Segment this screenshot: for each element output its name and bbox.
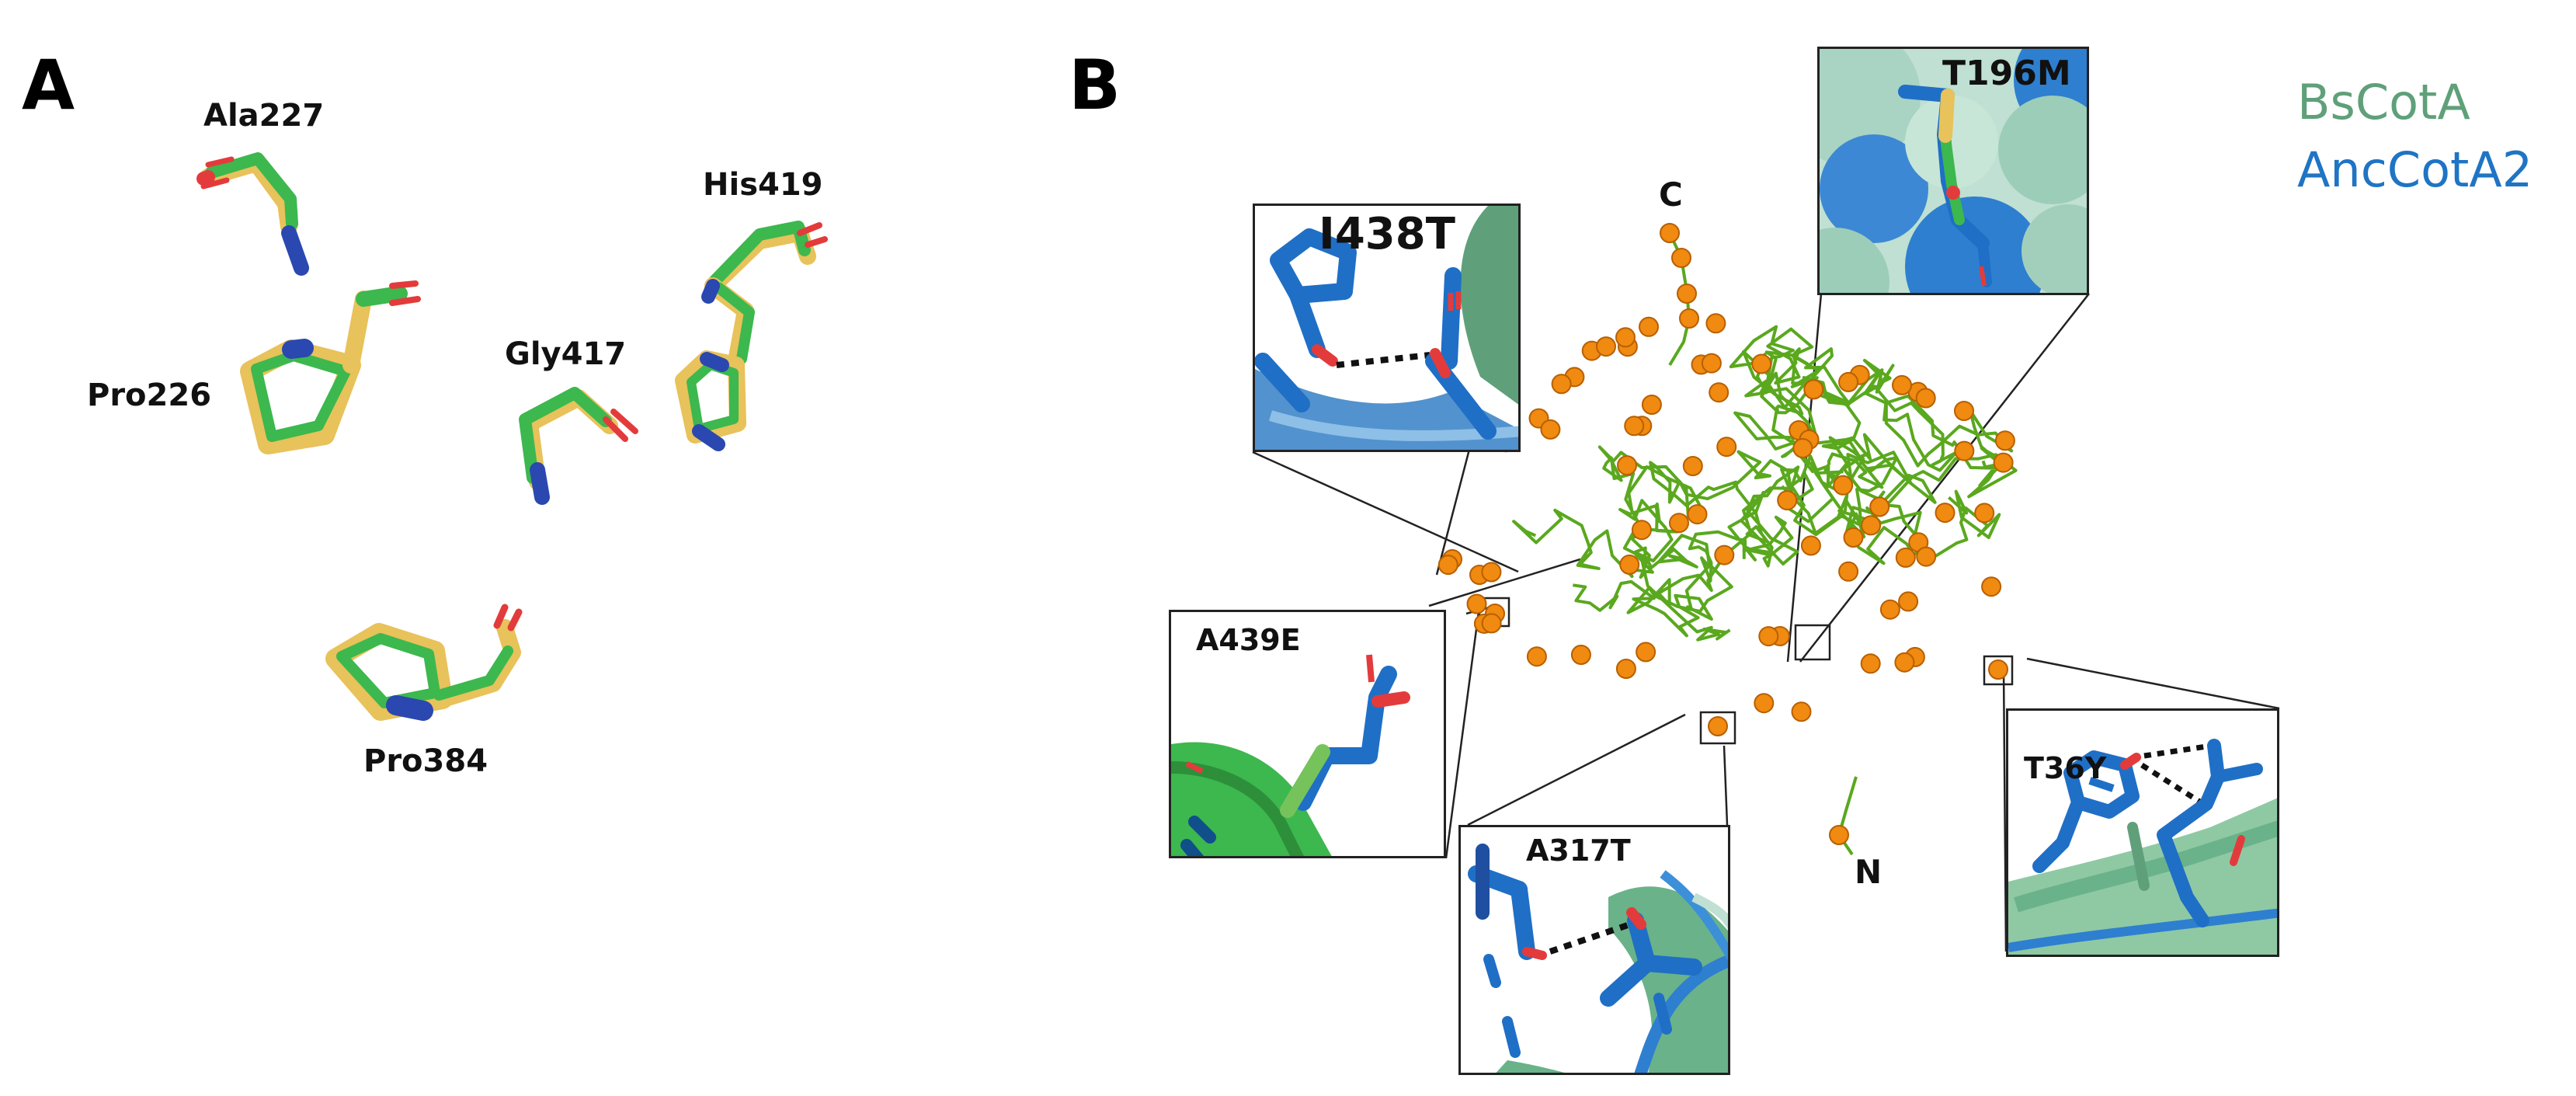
residue-sphere [1869, 496, 1890, 517]
backbone-segment [1844, 359, 2018, 536]
gly417-stick [519, 387, 638, 505]
residue-sphere [1974, 503, 1995, 524]
residue-label-ala227: Ala227 [203, 98, 325, 134]
residue-sphere [1671, 248, 1691, 268]
residue-sphere [1682, 456, 1703, 476]
residue-sphere [1898, 591, 1919, 612]
residue-sphere [1701, 353, 1722, 374]
residue-sphere [1751, 353, 1772, 374]
residue-sphere [1791, 701, 1812, 722]
ala227-stick [196, 152, 309, 276]
residue-sphere [1954, 401, 1974, 421]
inset-label-t36y: T36Y [2024, 751, 2107, 785]
inset-a317t: A317T [1458, 825, 1730, 1075]
legend-anccota2: AncCotA2 [2297, 141, 2533, 198]
selection-boxes [1478, 597, 2014, 745]
residue-sphere [1705, 313, 1726, 334]
his419-stick [675, 221, 828, 451]
residue-sphere [1993, 452, 2014, 473]
inset-t196m: T196M [1817, 47, 2089, 295]
legend-bscota: BsCotA [2297, 74, 2470, 130]
residue-sphere [1619, 554, 1640, 575]
residue-sphere [1708, 716, 1728, 736]
residue-label-gly417: Gly417 [505, 336, 627, 372]
residue-sphere [1466, 593, 1487, 614]
panel-a-structure [196, 152, 828, 721]
residue-sphere [1687, 504, 1708, 525]
residue-sphere [1861, 515, 1882, 536]
residue-sphere [1792, 438, 1813, 458]
residue-sphere [1551, 374, 1572, 395]
backbone-trace [1512, 325, 2018, 642]
inset-label-a317t: A317T [1526, 833, 1631, 868]
residue-sphere [1437, 555, 1458, 576]
backbone-segment [1729, 325, 1862, 451]
residue-sphere [1916, 546, 1937, 567]
residue-sphere [1714, 545, 1735, 565]
residue-sphere [1526, 646, 1547, 667]
residue-sphere [1754, 693, 1775, 714]
residue-sphere [1570, 645, 1591, 665]
residue-sphere [1631, 520, 1652, 541]
residue-sphere [1758, 626, 1779, 647]
residue-sphere [1639, 316, 1659, 337]
residue-sphere [1677, 284, 1697, 304]
residue-sphere [1879, 599, 1900, 620]
residue-sphere [1843, 527, 1864, 548]
residue-sphere [1660, 223, 1680, 243]
residue-sphere [1716, 437, 1737, 458]
residue-sphere [1481, 562, 1502, 583]
residue-sphere [1641, 395, 1662, 415]
inset-a439e: A439E [1169, 610, 1446, 858]
residue-sphere [1596, 336, 1616, 357]
pro226-stick [240, 280, 421, 454]
residue-sphere [1679, 308, 1699, 329]
residue-sphere [1829, 825, 1849, 845]
residue-sphere [1615, 659, 1636, 679]
inset-label-a439e: A439E [1196, 623, 1301, 657]
residue-sphere [1615, 327, 1636, 348]
mutation-spheres [1437, 223, 2015, 845]
n-terminus-label: N [1855, 853, 1882, 891]
residue-sphere [1838, 561, 1859, 582]
residue-label-pro226: Pro226 [87, 378, 212, 413]
backbone-segment [1512, 445, 1733, 614]
residue-sphere [1860, 653, 1881, 674]
residue-sphere [1624, 416, 1645, 437]
residue-sphere [1709, 382, 1730, 403]
residue-sphere [1994, 430, 2015, 451]
residue-sphere [1894, 652, 1915, 673]
backbone-segment [1760, 371, 2001, 565]
residue-sphere [1636, 642, 1656, 663]
inset-t36y: T36Y [2006, 708, 2279, 957]
residue-label-pro384: Pro384 [363, 743, 488, 779]
residue-sphere [1915, 388, 1936, 409]
n-terminal-tail [1837, 776, 1858, 856]
residue-sphere [1954, 440, 1975, 461]
residue-sphere [1892, 374, 1912, 395]
residue-sphere [1803, 379, 1824, 400]
residue-sphere [1481, 613, 1502, 634]
residue-label-his419: His419 [703, 167, 823, 203]
residue-sphere [1981, 576, 2002, 597]
c-terminus-label: C [1659, 176, 1683, 214]
backbone-segment [1649, 450, 1913, 568]
inset-label-i438t: I438T [1319, 209, 1455, 259]
residue-sphere [1617, 455, 1637, 476]
panel-a-letter: A [22, 45, 75, 125]
residue-sphere [1895, 547, 1916, 568]
residue-sphere [1800, 535, 1821, 556]
inset-label-t196m: T196M [1942, 54, 2071, 93]
residue-sphere [1988, 659, 2008, 680]
residue-sphere [1833, 475, 1854, 496]
residue-sphere [1935, 503, 1955, 524]
panel-b-letter: B [1069, 45, 1121, 125]
residue-sphere [1777, 490, 1798, 511]
residue-sphere [1838, 371, 1859, 392]
residue-sphere [1540, 419, 1561, 440]
inset-i438t: I438T [1253, 204, 1521, 452]
pro384-stick [325, 604, 523, 721]
residue-sphere [1669, 513, 1689, 534]
